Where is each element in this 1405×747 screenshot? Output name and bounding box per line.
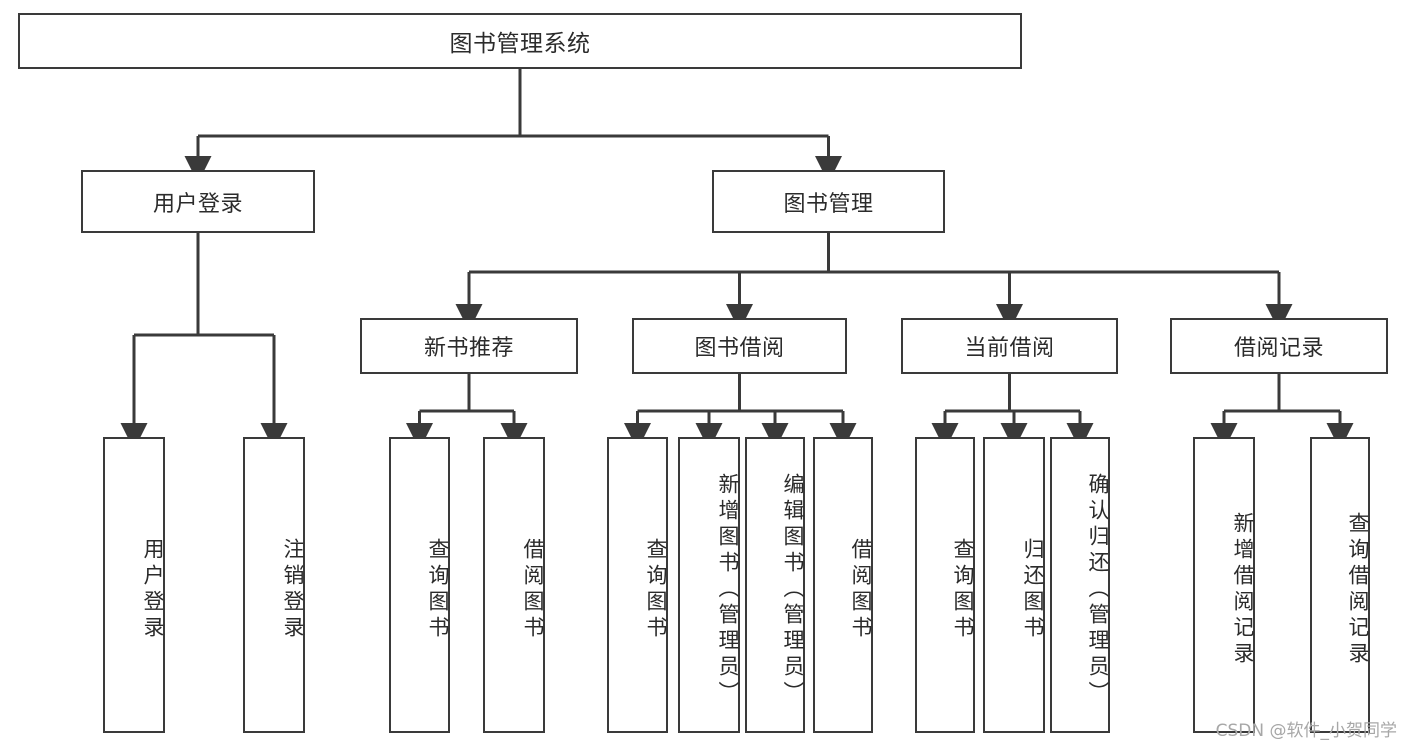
- node-leaf-query-book-3[interactable]: 查询图书: [915, 437, 975, 733]
- node-label: 借阅图书: [849, 538, 873, 642]
- node-label: 查询图书: [426, 538, 450, 642]
- node-leaf-query-record[interactable]: 查询借阅记录: [1310, 437, 1370, 733]
- node-leaf-query-book-2[interactable]: 查询图书: [607, 437, 668, 733]
- node-label: 查询图书: [644, 538, 668, 642]
- node-leaf-user-login[interactable]: 用户登录: [103, 437, 165, 733]
- node-label: 用户登录: [152, 191, 243, 217]
- node-label: 注销登录: [281, 538, 305, 642]
- node-user-login[interactable]: 用户登录: [81, 170, 315, 233]
- node-label: 编辑图书（管理员）: [781, 473, 805, 707]
- node-leaf-add-book[interactable]: 新增图书（管理员）: [678, 437, 740, 733]
- node-label: 新书推荐: [423, 336, 514, 361]
- node-leaf-borrow-book-1[interactable]: 借阅图书: [483, 437, 545, 733]
- node-label: 归还图书: [1021, 538, 1045, 642]
- node-current-borrow[interactable]: 当前借阅: [901, 318, 1118, 374]
- node-leaf-confirm-return[interactable]: 确认归还（管理员）: [1050, 437, 1110, 733]
- node-leaf-borrow-book-2[interactable]: 借阅图书: [813, 437, 873, 733]
- node-borrow-record[interactable]: 借阅记录: [1170, 318, 1388, 374]
- watermark-text: CSDN @软件_小贺同学: [1215, 721, 1397, 741]
- node-label: 查询图书: [951, 538, 975, 642]
- node-label: 借阅图书: [521, 538, 545, 642]
- node-label: 查询借阅记录: [1346, 512, 1370, 668]
- node-label: 确认归还（管理员）: [1086, 473, 1110, 707]
- node-book-management[interactable]: 图书管理: [712, 170, 945, 233]
- node-leaf-query-book-1[interactable]: 查询图书: [389, 437, 450, 733]
- node-new-book-recommend[interactable]: 新书推荐: [360, 318, 578, 374]
- node-label: 用户登录: [141, 538, 165, 642]
- node-book-borrow[interactable]: 图书借阅: [632, 318, 847, 374]
- node-label: 新增图书（管理员）: [716, 473, 740, 707]
- node-label: 借阅记录: [1233, 336, 1324, 361]
- node-root-system[interactable]: 图书管理系统: [18, 13, 1022, 69]
- node-label: 图书管理系统: [449, 31, 591, 57]
- node-label: 图书管理: [783, 191, 874, 217]
- node-label: 当前借阅: [964, 336, 1055, 361]
- node-leaf-add-record[interactable]: 新增借阅记录: [1193, 437, 1255, 733]
- node-leaf-return-book[interactable]: 归还图书: [983, 437, 1045, 733]
- node-label: 图书借阅: [694, 336, 785, 361]
- node-leaf-user-logout[interactable]: 注销登录: [243, 437, 305, 733]
- node-label: 新增借阅记录: [1231, 512, 1255, 668]
- node-leaf-edit-book[interactable]: 编辑图书（管理员）: [745, 437, 805, 733]
